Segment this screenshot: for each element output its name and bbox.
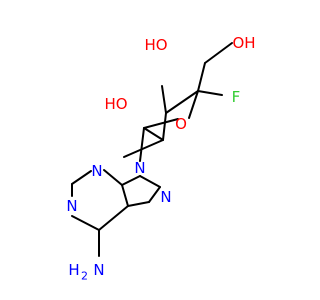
bond-c3-oh-top bbox=[161, 85, 167, 114]
bond-n3-c2 bbox=[71, 170, 92, 185]
bonds bbox=[71, 42, 233, 257]
bond-c4-ch2 bbox=[197, 62, 206, 92]
atom-labels: HO OH F O HO N N N N H 2 N bbox=[66, 34, 255, 283]
atom-amine-h: H bbox=[68, 261, 79, 279]
bond-n9-c8 bbox=[139, 175, 161, 188]
atom-n1: N bbox=[66, 197, 77, 215]
atom-ring-oxygen: O bbox=[175, 115, 187, 133]
molecule-structure: HO OH F O HO N N N N H 2 N bbox=[66, 34, 255, 283]
atom-n9: N bbox=[134, 159, 145, 177]
atom-n3: N bbox=[91, 162, 102, 180]
bond-c4p-n9 bbox=[121, 175, 141, 186]
bond-c8-n7 bbox=[148, 186, 161, 203]
atom-n7: N bbox=[160, 188, 171, 206]
bond-c6-c5 bbox=[98, 205, 129, 231]
bond-c4p-n3 bbox=[103, 169, 123, 186]
bond-c2-oh-left bbox=[123, 139, 164, 158]
bond-ch2-oh bbox=[204, 42, 233, 64]
atom-amine-h-count: 2 bbox=[81, 270, 88, 283]
bond-c1-n9 bbox=[139, 127, 145, 162]
bond-c5-c4p bbox=[121, 184, 129, 207]
atom-hydroxymethyl-oh: OH bbox=[232, 34, 255, 52]
atom-ho-left: HO bbox=[104, 95, 127, 113]
bond-n7-c5 bbox=[127, 201, 150, 207]
atom-fluorine: F bbox=[232, 88, 241, 106]
bond-c2-c3 bbox=[162, 112, 167, 141]
bond-c4-o bbox=[188, 90, 199, 119]
bond-n1-c6 bbox=[71, 215, 100, 231]
bond-c4-f bbox=[197, 90, 223, 96]
bond-o-c1 bbox=[143, 118, 179, 129]
bond-c1-c2 bbox=[143, 127, 164, 141]
bond-c3-c4 bbox=[165, 90, 199, 114]
atom-amine-n: N bbox=[93, 261, 104, 279]
atom-ho-top: HO bbox=[144, 36, 167, 54]
